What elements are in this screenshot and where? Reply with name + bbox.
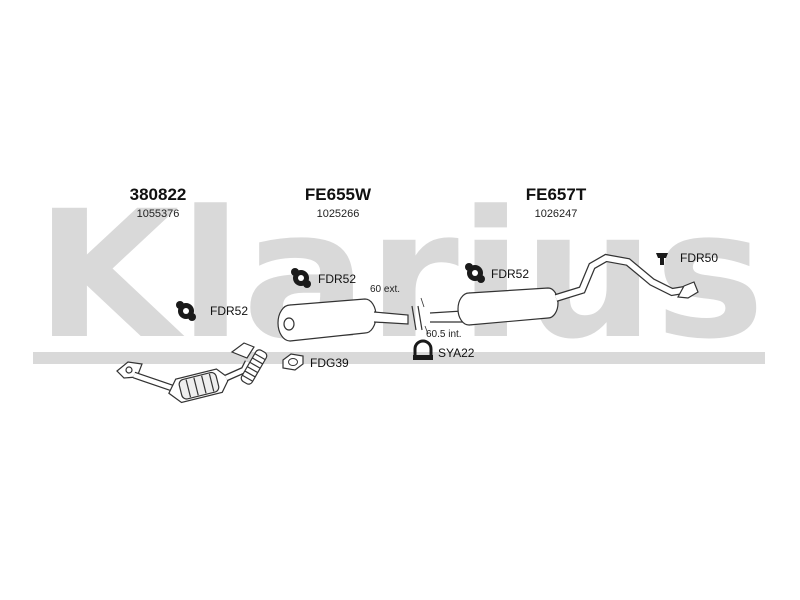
rear-silencer-inlet-pipe — [429, 310, 463, 323]
fitting-label-fdr50: FDR50 — [680, 251, 718, 265]
tailpipe-fill — [555, 255, 685, 301]
part-sub-1: 1055376 — [137, 208, 180, 220]
part-code-1: 380822 — [130, 185, 187, 204]
flex-pipe — [240, 349, 268, 385]
part-code-2: FE655W — [305, 185, 372, 204]
front-pipe-catalyst — [116, 342, 268, 404]
part-sub-3: 1026247 — [535, 208, 578, 220]
dimension-note-int: 60.5 int. — [426, 329, 462, 340]
rubber-mount-icon — [465, 263, 485, 283]
dimension-note-ext: 60 ext. — [370, 284, 400, 295]
rubber-mount-icon — [176, 301, 196, 321]
flex-flange — [230, 342, 255, 359]
part-code-3: FE657T — [526, 185, 587, 204]
rear-silencer-body — [468, 287, 559, 326]
fitting-label-fdr52-left: FDR52 — [210, 304, 248, 318]
middle-silencer-tail — [373, 311, 409, 325]
clamp-icon — [413, 339, 433, 360]
middle-silencer — [277, 297, 429, 342]
fitting-label-fdr52-middle: FDR52 — [318, 272, 356, 286]
hanger-bracket-icon — [656, 253, 668, 265]
part-sub-2: 1025266 — [317, 208, 360, 220]
tailpipe-end — [677, 281, 699, 299]
front-flange-hole — [125, 366, 133, 374]
catalytic-converter — [168, 368, 230, 404]
watermark-underline — [33, 352, 765, 364]
gasket-icon — [282, 353, 304, 371]
inlet-pipe-fill — [133, 372, 173, 391]
cat-outlet-fill — [225, 360, 251, 381]
middle-silencer-inlet — [283, 317, 295, 331]
fitting-label-sya22: SYA22 — [438, 346, 475, 360]
rear-silencer — [429, 253, 699, 326]
rubber-mount-icon — [291, 268, 311, 288]
fitting-label-fdr52-right: FDR52 — [491, 267, 529, 281]
fitting-label-fdg39: FDG39 — [310, 356, 349, 370]
